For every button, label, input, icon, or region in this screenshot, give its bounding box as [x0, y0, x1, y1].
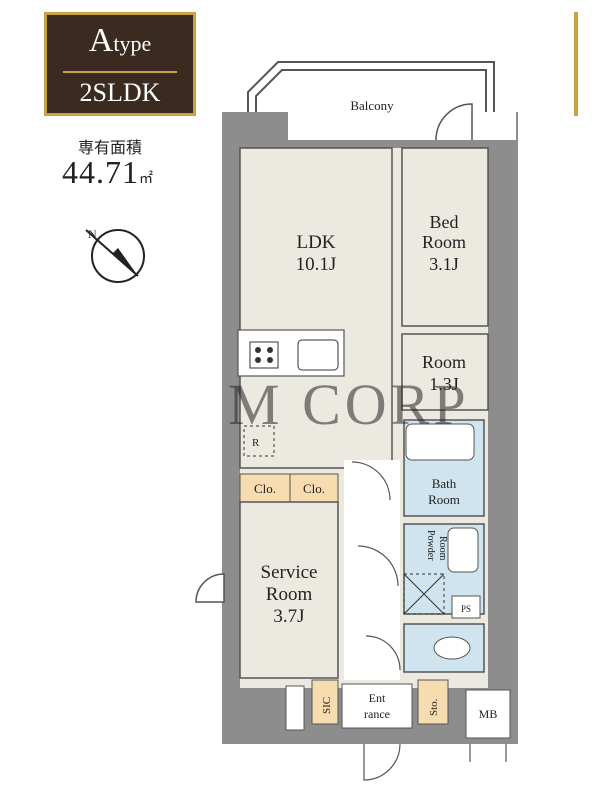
service-room-window-door [195, 573, 225, 603]
closet-2 [289, 473, 339, 503]
stove-icon [249, 341, 279, 369]
fridge-label: R [252, 437, 260, 449]
toilet-door-icon [365, 635, 401, 671]
toilet-icon [433, 636, 471, 660]
powder-label-line2: Room [437, 536, 448, 561]
north-compass-icon: N [85, 227, 145, 283]
service-size: 3.7J [273, 606, 304, 627]
room-label: Room [422, 352, 466, 372]
watermark-text: M CORP [228, 372, 470, 437]
entrance-label-line2: rance [364, 707, 390, 721]
decorative-gold-bar [574, 12, 578, 116]
bedroom-label-line1: Bed [430, 212, 459, 232]
balcony-outline [247, 61, 495, 140]
small-room [401, 333, 489, 411]
mb-meter-box [465, 689, 511, 739]
entrance-niche [285, 685, 305, 731]
fridge-space [243, 425, 275, 457]
ldk-size: 10.1J [296, 254, 337, 275]
storage-label: Sto. [428, 698, 440, 716]
storage-closet [417, 679, 449, 725]
washing-machine-icon [403, 573, 445, 615]
bath-label-line2: Room [428, 492, 460, 507]
service-label-line1: Service [261, 562, 318, 583]
floor-area-label: 専有面積 [78, 138, 143, 157]
ldk-door-icon [351, 461, 391, 501]
plan-layout-label: 2SLDK [79, 78, 161, 107]
powder-label-line1: Powder [425, 530, 436, 561]
bedroom-size: 3.1J [429, 254, 459, 274]
sic-label: SIC [321, 697, 333, 714]
entrance-hall [341, 683, 413, 729]
service-room [239, 501, 339, 679]
washbasin-icon [447, 527, 479, 573]
closet-1-label: Clo. [254, 481, 276, 496]
sic-closet [311, 679, 339, 725]
closet-1 [239, 473, 291, 503]
bedroom-label-line2: Room [422, 232, 466, 252]
balcony-door-icon [435, 103, 473, 141]
plan-type-badge: Atype 2SLDK [44, 12, 196, 116]
badge-divider [63, 71, 177, 73]
balcony-label: Balcony [350, 98, 394, 113]
plan-type-title: Atype [88, 22, 152, 59]
ps-shaft [451, 595, 481, 619]
sink-icon [297, 339, 339, 371]
floor-area-value: 44.71㎡ [62, 154, 154, 190]
hallway [344, 460, 400, 680]
svg-text:N: N [88, 227, 97, 241]
bath-label-line1: Bath [432, 476, 457, 491]
entrance-label-line1: Ent [369, 691, 386, 705]
bed-room [401, 147, 489, 327]
front-door-icon [363, 743, 401, 781]
room-size: 1.3J [429, 374, 459, 394]
ldk-label: LDK [296, 232, 335, 253]
bathtub-icon [405, 423, 475, 461]
powder-door-icon [357, 545, 399, 587]
service-label-line2: Room [266, 584, 313, 605]
ps-label: PS [461, 604, 471, 614]
mb-door-icon [469, 744, 507, 762]
mb-label: MB [479, 707, 498, 721]
closet-2-label: Clo. [303, 481, 325, 496]
ldk-room [239, 147, 393, 469]
balcony-area [288, 112, 516, 140]
